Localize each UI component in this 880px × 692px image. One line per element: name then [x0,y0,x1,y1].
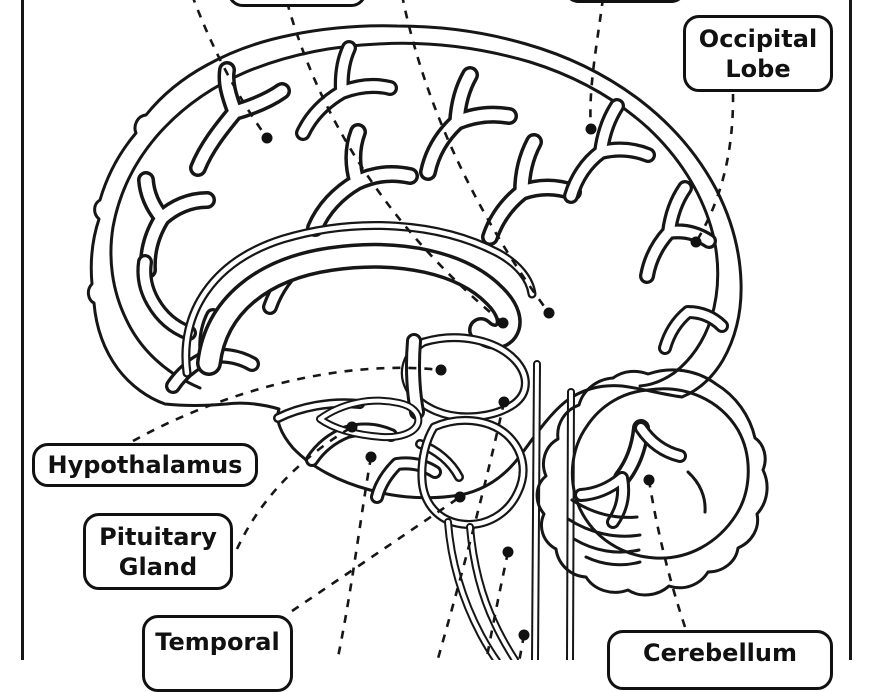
cerebellum-inner-outline [570,387,750,560]
sulcus-parietal [419,66,518,181]
label-box-cutoff-top-left [227,0,367,7]
cingulate-sulcus [181,221,537,378]
page-frame [21,0,852,660]
corpus-callosum [196,242,522,376]
cerebellum-outline [535,368,769,597]
leader-hypothalamus [132,366,442,443]
dot-temporal [454,491,466,503]
sulcus-temporal-2 [370,456,442,504]
dot-corpus-callosum-area [497,317,509,329]
label-temporal-lobe-line1: Temporal [155,628,280,656]
dot-parietal-lobe [585,123,597,135]
dot-hypothalamus [435,364,447,376]
label-pituitary-gland-line1: Pituitary [99,522,217,551]
leader-cutoff-box2 [589,0,605,130]
dot-spinal-cord [518,629,530,641]
label-occipital-lobe-line2: Lobe [725,54,791,83]
dot-bottom-label-1 [365,451,377,463]
sulcus-frontal-left [137,171,216,279]
sulcus-parietal-lower [481,133,582,246]
dot-cerebellum [643,474,655,486]
label-pituitary-gland-line2: Gland [118,552,198,581]
callout-dots [261,123,702,641]
pons [417,415,528,529]
leader-cerebellum [647,479,687,628]
label-occipital-lobe-line1: Occipital [698,24,818,53]
sulcus-left-lower [136,254,197,341]
label-temporal-lobe: Temporal [142,615,293,692]
fornix [405,333,425,420]
brain-stem [444,360,575,660]
leader-cutoff-bottom-3 [485,551,510,660]
arbor-vitae [574,419,687,529]
label-cerebellum: Cerebellum [607,630,833,690]
cerebellum-striations [566,470,707,567]
leader-cutoff-bottom-2 [436,401,506,660]
leader-cutoff-bottom-1 [336,456,373,660]
brain-diagram-svg [21,0,852,660]
dot-posterior-cingulate-area [543,307,555,319]
label-occipital-lobe: Occipital Lobe [683,15,833,92]
hypothalamus-region [316,396,423,442]
leader-cutoff-frontal [192,0,269,139]
brain-line-art [86,24,769,660]
dot-occipital-lobe [690,236,702,248]
leader-temporal [291,495,461,613]
sulcus-occipital-lower [658,305,729,355]
coloring-page: { "diagram": { "subject": "Human brain s… [21,0,852,692]
dot-midbrain [498,396,510,408]
sulcus-frontal-top [189,61,291,177]
label-pituitary-gland: Pituitary Gland [83,513,233,590]
cerebellum-shape [535,368,769,597]
leader-cutoff-top-mid [401,0,551,314]
dot-medulla [502,546,514,558]
sulcus-occipital-top [563,98,656,204]
dot-pituitary-gland [346,421,358,433]
sulcus-occipital [639,180,717,284]
sulcus-central [306,123,419,237]
leader-lines [132,0,735,660]
leader-cutoff-box1 [285,1,504,325]
label-box-cutoff-top-right [563,0,687,3]
leader-occipital-lobe [694,93,735,243]
label-cerebellum-text: Cerebellum [642,639,797,667]
sulcus-top-middle [295,40,398,141]
label-hypothalamus: Hypothalamus [32,443,258,487]
leader-pituitary-gland [235,425,353,550]
dot-frontal-lobe [261,132,273,144]
cortex-inner-band [109,41,720,390]
label-hypothalamus-text: Hypothalamus [47,451,243,479]
cerebrum-outline [86,24,743,500]
